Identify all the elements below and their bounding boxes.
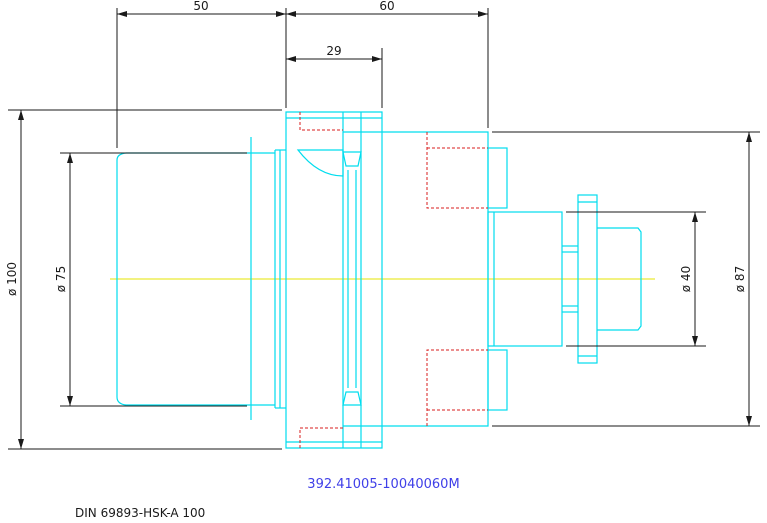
dim-top-left-length: 50	[193, 0, 208, 13]
dimension-arrows	[18, 11, 752, 449]
standard-designation: DIN 69893-HSK-A 100	[75, 506, 206, 520]
dim-top-right-length: 60	[379, 0, 394, 13]
dim-dia-flange: ø 100	[5, 262, 19, 296]
dimension-lines	[8, 8, 760, 450]
dim-dia-body: ø 87	[733, 266, 747, 292]
dim-inner-length: 29	[326, 44, 341, 58]
hidden-lines	[299, 112, 488, 448]
part-code: 392.41005-10040060M	[307, 477, 460, 492]
dim-dia-spigot: ø 40	[679, 266, 693, 292]
part-outline	[116, 111, 642, 449]
dim-dia-taper: ø 75	[54, 266, 68, 292]
